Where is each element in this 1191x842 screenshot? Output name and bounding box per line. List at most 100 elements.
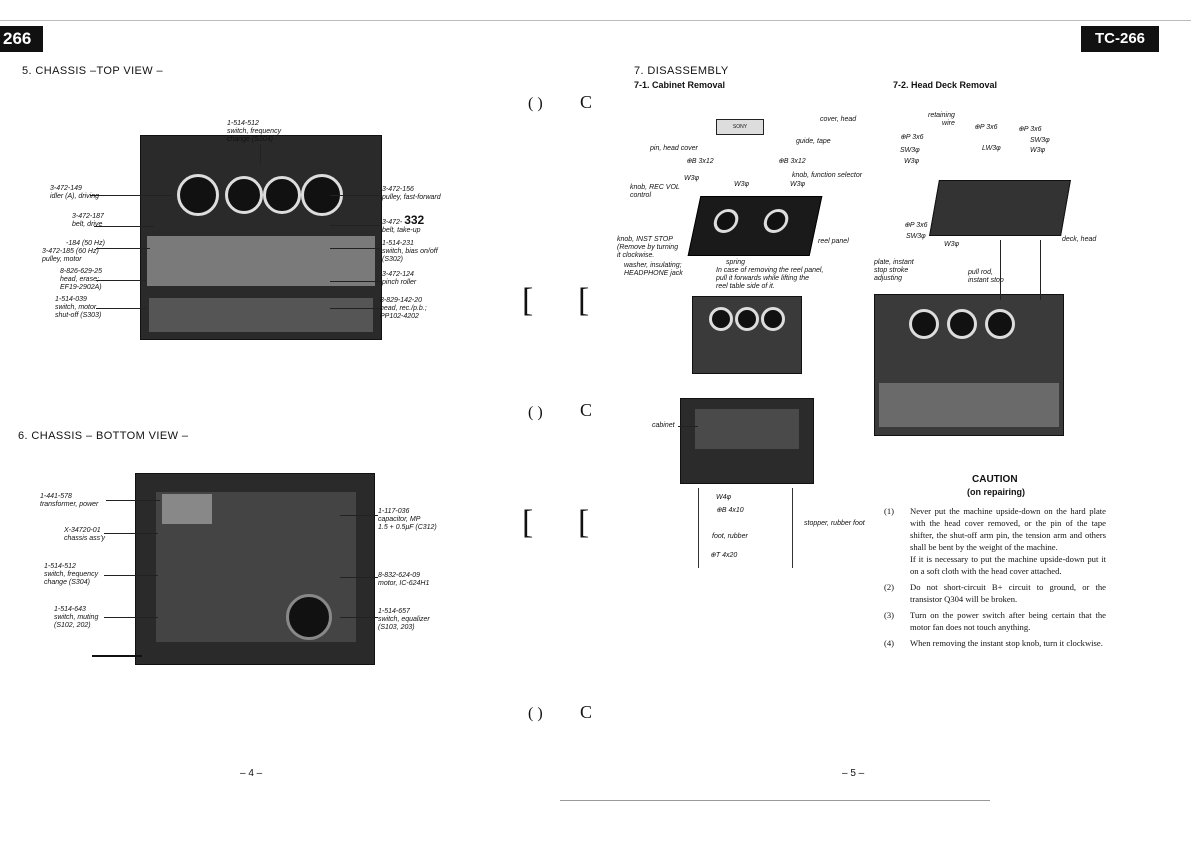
section5-title: 5. CHASSIS –TOP VIEW – xyxy=(22,65,164,77)
binder-hole-mark: ( ) xyxy=(528,95,543,112)
reel-panel-reel-right xyxy=(761,209,791,233)
power-cord xyxy=(92,655,142,657)
label-lw3: LW3φ xyxy=(982,145,1001,152)
label-pinch-roller: 3-472-124 pinch roller xyxy=(382,271,417,286)
left-corner-tab: 266 xyxy=(0,26,43,52)
label-pulley-ff: 3-472-156 pulley, fast-forward xyxy=(382,186,441,201)
mechanism-reel-1 xyxy=(709,307,733,331)
binder-hole-mark: C xyxy=(580,400,593,420)
leader xyxy=(340,577,378,578)
caution-list: (1) Never put the machine upside-down on… xyxy=(884,505,1106,649)
leader xyxy=(104,575,158,576)
binder-hole-mark: C xyxy=(580,92,593,112)
leader xyxy=(330,248,380,249)
top-view-bottom-panel xyxy=(149,298,373,332)
label-switch-motor: 1-514-039 switch, motor shut-off (S303) xyxy=(55,296,102,319)
label-w3-b: W3φ xyxy=(734,181,750,188)
label-switch-eq: 1-514-657 switch, equalizer (S103, 203) xyxy=(378,608,430,631)
top-view-deck-area xyxy=(147,236,375,286)
label-w3-deck-a: W3φ xyxy=(1030,147,1046,154)
label-head-erase: 8-826-629-25 head, erase; EF19-2902A) xyxy=(60,268,103,291)
leader xyxy=(340,617,378,618)
label-sw3-a: SW3φ xyxy=(900,147,920,154)
leader xyxy=(678,426,698,427)
label-pull-rod: pull rod, instant stop xyxy=(968,269,1004,284)
section7-title: 7. DISASSEMBLY xyxy=(634,65,729,77)
label-b3x12-left: ⊕B 3x12 xyxy=(686,158,714,165)
label-retaining-wire: retaining wire xyxy=(928,112,955,127)
label-sw3-c: SW3φ xyxy=(906,233,926,240)
transformer-block xyxy=(162,494,212,524)
deck-flywheel xyxy=(947,309,977,339)
label-knob-inst-stop: knob, INST STOP (Remove by turning it cl… xyxy=(617,236,679,259)
label-transformer: 1-441-578 transformer, power xyxy=(40,493,99,508)
screw-icon xyxy=(698,488,699,568)
label-idler: 3-472-149 idler (A), driving xyxy=(50,185,100,200)
label-head-rec: 8-829-142-20 head, rec./p.b.; PP102-4202 xyxy=(380,297,427,320)
capstan-flywheel-right xyxy=(263,176,301,214)
leader xyxy=(330,308,380,309)
label-capacitor: 1-117-036 capacitor, MP 1.5 + 0.5μF (C31… xyxy=(378,508,437,531)
leader xyxy=(94,226,154,227)
screw-icon xyxy=(792,488,793,568)
label-stopper-foot: stopper, rubber foot xyxy=(804,520,865,527)
top-edge-rule xyxy=(0,20,1191,21)
label-cover-head: cover, head xyxy=(820,116,857,123)
deck-reel-left xyxy=(909,309,939,339)
label-p3x6-b: ⊕P 3x6 xyxy=(1018,126,1042,133)
cabinet-inner xyxy=(695,409,799,449)
caution-subtitle: (on repairing) xyxy=(967,487,1025,497)
head-cover-drawing: SONY xyxy=(716,119,764,135)
right-corner-tab: TC-266 xyxy=(1081,26,1159,52)
label-washer: washer, insulating; HEADPHONE jack xyxy=(624,262,683,277)
deck-lower-panel xyxy=(879,383,1059,427)
mechanism-photo xyxy=(692,296,802,374)
leader xyxy=(1040,240,1041,300)
leader xyxy=(90,195,172,196)
caution-item: (1) Never put the machine upside-down on… xyxy=(884,506,1106,552)
caution-item: (2) Do not short-circuit B+ circuit to g… xyxy=(884,582,1106,604)
deck-assembly-photo xyxy=(874,294,1064,436)
reel-panel-reel-left xyxy=(711,209,741,233)
caution-item: (4) When removing the instant stop knob,… xyxy=(884,638,1103,648)
binder-hole-mark: ( ) xyxy=(528,404,543,421)
leader xyxy=(330,281,380,282)
label-knob-function: knob, function selector xyxy=(792,172,863,179)
label-deck-head: deck, head xyxy=(1062,236,1097,243)
caution-item: If it is necessary to put the machine up… xyxy=(910,554,1106,576)
left-page-number: – 4 – xyxy=(240,768,263,779)
bottom-edge-rule xyxy=(560,800,990,801)
label-pin-head-cover: pin, head cover xyxy=(650,145,698,152)
binder-hole-mark: [ xyxy=(578,282,590,319)
mechanism-reel-2 xyxy=(735,307,759,331)
subsection-7-1: 7-1. Cabinet Removal xyxy=(634,80,726,90)
deck-reel-right xyxy=(985,309,1015,339)
label-w3-deck-b: W3φ xyxy=(904,158,920,165)
label-b3x12-right: ⊕B 3x12 xyxy=(778,158,806,165)
label-switch-frequency: 1-514-512 switch, frequency change (S304… xyxy=(227,120,282,143)
leader xyxy=(104,617,158,618)
leader xyxy=(330,195,380,196)
label-switch-muting: 1-514-643 switch, muting (S102, 202) xyxy=(54,606,99,629)
leader xyxy=(104,533,158,534)
label-motor: 8-832-624-09 motor, IC-624H1 xyxy=(378,572,430,587)
label-reel-panel: reel panel xyxy=(818,238,849,245)
caution-item: (3) Turn on the power switch after being… xyxy=(884,610,1106,632)
leader xyxy=(260,144,261,164)
binder-hole-mark: [ xyxy=(522,282,534,319)
label-belt-takeup: 3-472- 332 belt, take-up xyxy=(382,213,425,234)
label-sw3-b: SW3φ xyxy=(1030,137,1050,144)
label-guide-tape: guide, tape xyxy=(796,138,831,145)
label-p3x6-c: ⊕P 3x6 xyxy=(900,134,924,141)
label-w3-a: W3φ xyxy=(684,175,700,182)
leader xyxy=(340,515,378,516)
label-switch-bias: 1-514-231 switch, bias on/off (S302) xyxy=(382,240,438,263)
chassis-top-view-photo xyxy=(140,135,382,340)
binder-hole-mark: [ xyxy=(522,504,534,541)
label-p3x6-a: ⊕P 3x6 xyxy=(974,124,998,131)
label-reel-note: In case of removing the reel panel, pull… xyxy=(716,267,824,290)
label-spring: spring xyxy=(726,259,746,266)
label-cabinet: cabinet xyxy=(652,422,675,429)
handwritten-note: 332 xyxy=(404,213,425,227)
binder-hole-mark: ( ) xyxy=(528,705,543,722)
